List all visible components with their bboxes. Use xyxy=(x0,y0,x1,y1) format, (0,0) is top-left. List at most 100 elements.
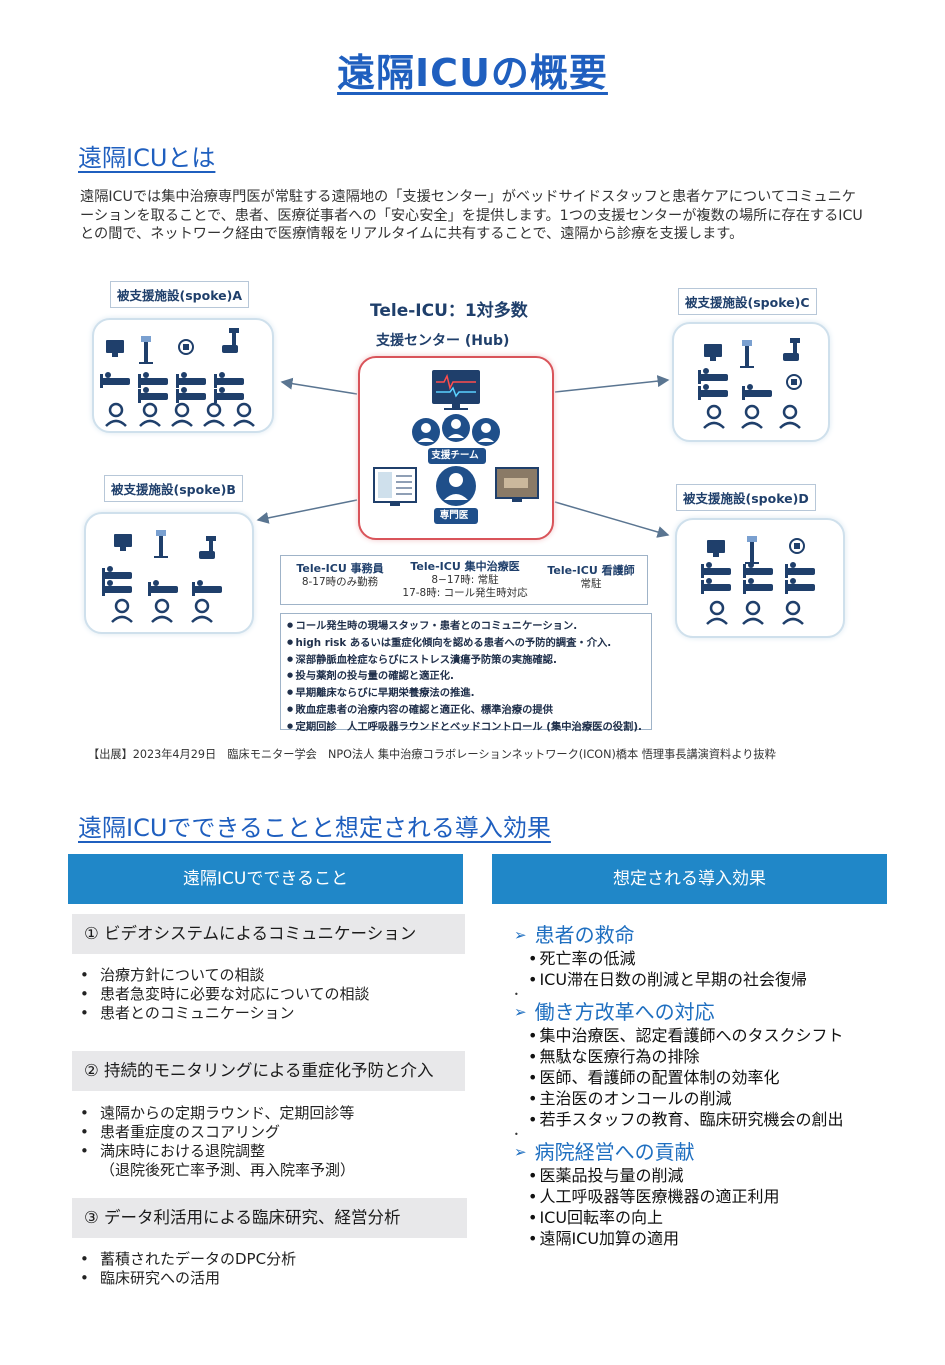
team-label: 支援チーム xyxy=(431,450,479,461)
list-item: 遠隔からの定期ラウンド、定期回診等 xyxy=(80,1104,460,1123)
capability-3-list: 蓄積されたデータのDPC分析 臨床研究への活用 xyxy=(80,1250,460,1288)
effect-3-heading: ➢ 病院経営への貢献 xyxy=(514,1139,894,1165)
task-item: コール発生時の現場スタッフ・患者とのコミュニケーション. xyxy=(287,618,645,635)
page-title: 遠隔ICUの概要 xyxy=(337,51,608,95)
arrow-bullet-icon: ➢ xyxy=(514,1143,527,1161)
source-note: 【出展】2023年4月29日 臨床モニター学会 NPO法人 集中治療コラボレーシ… xyxy=(88,748,776,761)
effect-3-title: 病院経営への貢献 xyxy=(534,1140,695,1164)
list-item: 医薬品投与量の削減 xyxy=(528,1165,894,1186)
effects-column: ➢患者の救命 死亡率の低減 ICU滞在日数の削減と早期の社会復帰 • ➢働き方改… xyxy=(514,922,894,1249)
doctor-icon xyxy=(436,466,476,506)
list-item: 集中治療医、認定看護師へのタスクシフト xyxy=(528,1025,894,1046)
spoke-c-icons xyxy=(698,338,802,429)
task-item: high risk あるいは重症化傾向を認める患者への予防的調査・介入. xyxy=(287,635,645,652)
section-heading-effects: 遠隔ICUでできることと想定される導入効果 xyxy=(78,814,551,842)
effects-header: 想定される導入効果 xyxy=(492,854,887,904)
list-item: ICU回転率の向上 xyxy=(528,1207,894,1228)
list-item: 蓄積されたデータのDPC分析 xyxy=(80,1250,460,1269)
spoke-d-icons xyxy=(701,536,815,625)
role-nurse: Tele-ICU 看護師 常駐 xyxy=(537,564,645,591)
effect-2-heading: ➢ 働き方改革への対応 xyxy=(514,999,894,1025)
capability-1-title: ① ビデオシステムによるコミュニケーション xyxy=(72,914,465,954)
capability-3-title: ③ データ利活用による臨床研究、経営分析 xyxy=(72,1198,467,1238)
capabilities-header: 遠隔ICUでできること xyxy=(68,854,463,904)
arrow-to-spoke-c xyxy=(554,375,670,393)
arrow-to-spoke-d xyxy=(554,501,670,538)
effect-1-heading: ➢患者の救命 xyxy=(514,922,894,948)
list-item: 無駄な医療行為の排除 xyxy=(528,1046,894,1067)
chart-screen-icon xyxy=(373,467,417,506)
role-nurse-hours: 常駐 xyxy=(580,578,602,590)
ventilator-icon xyxy=(156,530,166,536)
spoke-c-box xyxy=(672,322,830,442)
spoke-a-label: 被支援施設(spoke)A xyxy=(110,281,250,308)
capability-2-title: ② 持続的モニタリングによる重症化予防と介入 xyxy=(72,1051,465,1091)
diagram-connectors xyxy=(256,375,670,538)
spoke-b-label: 被支援施設(spoke)B xyxy=(104,475,243,502)
camera-icon xyxy=(790,338,800,343)
staff-icons xyxy=(105,402,255,427)
arrow-bullet-icon: ➢ xyxy=(514,1003,527,1021)
arrow-bullet-icon: ➢ xyxy=(514,926,527,944)
monitor-icon xyxy=(106,340,124,353)
ventilator-icon xyxy=(141,336,151,342)
list-item: 満床時における退院調整 xyxy=(80,1142,460,1161)
list-item: 人工呼吸器等医療機器の適正利用 xyxy=(528,1186,894,1207)
role-intensivist-day: 8−17時: 常駐 xyxy=(431,574,499,586)
task-item: 敗血症患者の治療内容の確認と適正化、標準治療の提供 xyxy=(287,702,645,719)
staff-icons xyxy=(706,600,804,625)
effect-2-title: 働き方改革への対応 xyxy=(534,1000,715,1024)
task-item: 早期離床ならびに早期栄養療法の推進. xyxy=(287,685,645,702)
list-item: 患者とのコミュニケーション xyxy=(80,1004,460,1023)
video-screen-icon xyxy=(495,467,539,502)
effect-2-list: 集中治療医、認定看護師へのタスクシフト 無駄な医療行為の排除 医師、看護師の配置… xyxy=(514,1025,894,1130)
list-item: 治療方針についての相談 xyxy=(80,966,460,985)
ventilator-icon xyxy=(747,536,757,542)
role-clerk-hours: 8-17時のみ勤務 xyxy=(301,576,379,588)
tasks-list: コール発生時の現場スタッフ・患者とのコミュニケーション. high risk あ… xyxy=(280,613,652,733)
role-nurse-title: Tele-ICU 看護師 xyxy=(547,564,635,577)
capability-1-list: 治療方針についての相談 患者急変時に必要な対応についての相談 患者とのコミュニケ… xyxy=(80,966,460,1023)
role-intensivist: Tele-ICU 集中治療医 8−17時: 常駐 17-8時: コール発生時対応 xyxy=(393,560,537,600)
pump-icon xyxy=(789,538,805,554)
list-item: 若手スタッフの教育、臨床研究機会の創出 xyxy=(528,1109,894,1130)
role-intensivist-night: 17-8時: コール発生時対応 xyxy=(402,587,528,599)
bed-icons xyxy=(100,372,244,403)
list-item: 臨床研究への活用 xyxy=(80,1269,460,1288)
hub-label: 支援センター (Hub) xyxy=(376,333,510,349)
effect-1-list: 死亡率の低減 ICU滞在日数の削減と早期の社会復帰 xyxy=(514,948,894,990)
hub-box xyxy=(358,356,554,540)
list-item: 死亡率の低減 xyxy=(528,948,894,969)
bed-icons xyxy=(701,562,815,594)
camera-icon xyxy=(206,536,216,541)
spoke-b-box xyxy=(84,512,254,634)
monitor-icon xyxy=(707,540,725,553)
list-item: ICU滞在日数の削減と早期の社会復帰 xyxy=(528,969,894,990)
capability-2-list: 遠隔からの定期ラウンド、定期回診等 患者重症度のスコアリング 満床時における退院… xyxy=(80,1104,460,1180)
task-item: 投与薬剤の投与量の確認と適正化. xyxy=(287,668,645,685)
list-item: 主治医のオンコールの削減 xyxy=(528,1088,894,1109)
monitor-icon xyxy=(114,534,132,547)
pump-icon xyxy=(178,339,194,355)
role-intensivist-title: Tele-ICU 集中治療医 xyxy=(410,560,520,573)
arrow-to-spoke-b xyxy=(256,499,358,524)
spoke-d-label: 被支援施設(spoke)D xyxy=(676,484,816,511)
monitor-icon xyxy=(704,344,722,357)
staff-icons xyxy=(703,404,801,429)
spoke-a-icons xyxy=(100,328,255,427)
roles-box: Tele-ICU 事務員 8-17時のみ勤務 Tele-ICU 集中治療医 8−… xyxy=(280,555,648,605)
role-clerk-title: Tele-ICU 事務員 xyxy=(296,562,384,575)
pump-icon xyxy=(786,374,802,390)
team-icons xyxy=(412,414,500,446)
staff-icons xyxy=(111,598,213,623)
spoke-c-label: 被支援施設(spoke)C xyxy=(678,288,817,315)
monitor-icon xyxy=(432,370,480,410)
hub-icons xyxy=(373,370,539,524)
task-item: 定期回診 人工呼吸器ラウンドとベッドコントロール (集中治療医の役割). xyxy=(287,719,645,736)
diagram-title: Tele-ICU：1対多数 xyxy=(370,301,528,321)
ventilator-icon xyxy=(742,340,752,346)
spoke-a-box xyxy=(92,318,274,433)
spoke-d-box xyxy=(675,518,845,638)
list-item: 患者重症度のスコアリング xyxy=(80,1123,460,1142)
effect-3-list: 医薬品投与量の削減 人工呼吸器等医療機器の適正利用 ICU回転率の向上 遠隔IC… xyxy=(514,1165,894,1249)
